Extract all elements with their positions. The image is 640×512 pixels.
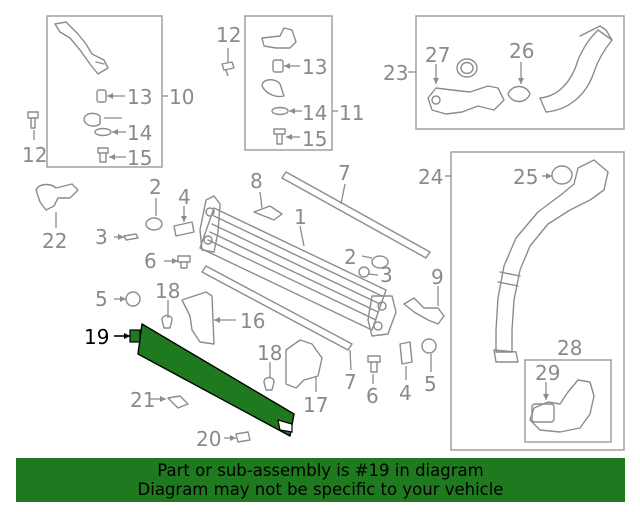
label-11: 11 bbox=[339, 101, 364, 125]
label-4-right: 4 bbox=[399, 381, 412, 405]
bracket-part bbox=[54, 21, 109, 75]
highlighted-part-19[interactable] bbox=[114, 323, 295, 437]
label-1: 1 bbox=[294, 205, 307, 229]
label-26: 26 bbox=[509, 39, 534, 63]
seal-strip-bottom bbox=[201, 265, 353, 351]
clip-part-2 bbox=[261, 79, 285, 98]
inlet-tube bbox=[427, 85, 505, 115]
label-12-top: 12 bbox=[216, 23, 241, 47]
label-17: 17 bbox=[303, 393, 328, 417]
label-15-left: 15 bbox=[127, 146, 152, 170]
label-7-top: 7 bbox=[338, 161, 351, 185]
tube-29 bbox=[529, 379, 595, 433]
bolt-20 bbox=[235, 431, 251, 443]
banner-line-1: Part or sub-assembly is #19 in diagram bbox=[157, 461, 484, 480]
label-22: 22 bbox=[42, 229, 67, 253]
seal-ring bbox=[456, 58, 478, 78]
label-25: 25 bbox=[513, 165, 538, 189]
label-9: 9 bbox=[431, 265, 444, 289]
bracket-part-2 bbox=[261, 27, 297, 49]
bolt-part bbox=[97, 147, 109, 163]
label-8: 8 bbox=[250, 169, 263, 193]
label-3-left: 3 bbox=[95, 225, 108, 249]
clip-3-left bbox=[123, 233, 139, 241]
label-7-bottom: 7 bbox=[344, 370, 357, 394]
label-2-left: 2 bbox=[149, 175, 162, 199]
isolator-part bbox=[96, 89, 107, 103]
kit-box-24 bbox=[445, 151, 625, 451]
label-14-right: 14 bbox=[302, 101, 327, 125]
washer-part bbox=[94, 127, 112, 137]
label-18-right: 18 bbox=[257, 341, 282, 365]
label-21: 21 bbox=[130, 388, 155, 412]
air-hose bbox=[539, 29, 613, 113]
intercooler-outlet-tube bbox=[495, 159, 609, 353]
banner-line-2: Diagram may not be specific to your vehi… bbox=[137, 480, 504, 499]
label-27: 27 bbox=[425, 43, 450, 67]
clip-part bbox=[83, 112, 101, 127]
nut-5-left bbox=[125, 291, 141, 307]
stud-4-right bbox=[399, 341, 413, 365]
label-13-right: 13 bbox=[302, 55, 327, 79]
label-16: 16 bbox=[240, 309, 265, 333]
label-29: 29 bbox=[535, 361, 560, 385]
label-13-left: 13 bbox=[127, 85, 152, 109]
harness-22 bbox=[35, 183, 79, 211]
label-2-right: 2 bbox=[344, 245, 357, 269]
intercooler-core bbox=[199, 195, 397, 337]
label-12-left: 12 bbox=[22, 143, 47, 167]
label-14-left: 14 bbox=[127, 121, 152, 145]
isolator-part-2 bbox=[272, 59, 284, 73]
label-5-left: 5 bbox=[95, 287, 108, 311]
washer-part-2 bbox=[271, 106, 289, 116]
label-4-left: 4 bbox=[178, 185, 191, 209]
isolator-2-right bbox=[371, 255, 389, 269]
label-10: 10 bbox=[169, 85, 194, 109]
hose-clamp bbox=[507, 85, 531, 103]
kit-box-11 bbox=[244, 15, 338, 151]
label-28: 28 bbox=[557, 336, 582, 360]
clip-18-right bbox=[263, 376, 275, 391]
stud-4-left bbox=[173, 221, 195, 237]
label-18-left: 18 bbox=[155, 279, 180, 303]
nut-5-right bbox=[421, 338, 437, 354]
label-6-right: 6 bbox=[366, 384, 379, 408]
label-20: 20 bbox=[196, 427, 221, 451]
info-banner: Part or sub-assembly is #19 in diagram D… bbox=[16, 458, 625, 502]
label-24: 24 bbox=[418, 165, 443, 189]
label-15-right: 15 bbox=[302, 127, 327, 151]
label-3-right: 3 bbox=[380, 263, 393, 287]
clip-21 bbox=[167, 395, 189, 409]
clip-3-right bbox=[358, 266, 370, 278]
bolt-6-left bbox=[177, 255, 191, 269]
label-23: 23 bbox=[383, 61, 408, 85]
air-deflector-17 bbox=[285, 339, 323, 389]
bolt-12-left bbox=[27, 111, 39, 129]
bracket-8 bbox=[253, 205, 283, 221]
air-deflector-16 bbox=[181, 291, 215, 345]
bolt-6-right bbox=[367, 355, 381, 373]
clip-18-left bbox=[161, 314, 173, 329]
seal-strip-top bbox=[281, 171, 431, 259]
kit-box-23 bbox=[408, 15, 625, 130]
bolt-part-2 bbox=[273, 128, 286, 145]
isolator-2-left bbox=[145, 217, 163, 231]
bolt-12-top bbox=[221, 61, 235, 77]
seal-ring-25 bbox=[551, 165, 573, 185]
kit-box-10 bbox=[46, 15, 168, 168]
label-5-right: 5 bbox=[424, 372, 437, 396]
label-19: 19 bbox=[84, 325, 109, 349]
label-6-left: 6 bbox=[144, 249, 157, 273]
bracket-9 bbox=[403, 297, 445, 325]
